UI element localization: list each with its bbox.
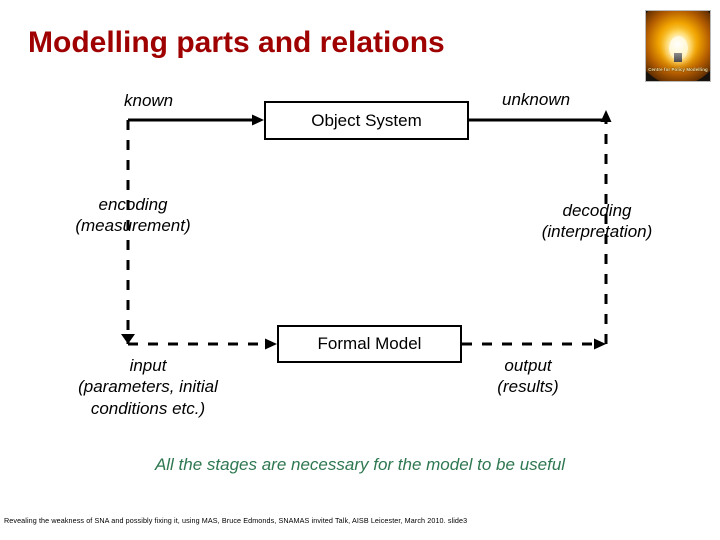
label-decoding: decoding (interpretation)	[492, 200, 702, 243]
label-encoding: encoding (measurement)	[22, 194, 244, 237]
label-encoding-line1: encoding	[98, 195, 168, 214]
page-title: Modelling parts and relations	[28, 26, 445, 59]
box-formal-model: Formal Model	[277, 325, 462, 363]
edge-encoding-corner-arrow	[121, 334, 135, 344]
label-output: output (results)	[438, 355, 618, 398]
lightbulb-base-icon	[674, 53, 682, 62]
label-input: input (parameters, initial conditions et…	[30, 355, 266, 419]
label-input-line1: input	[129, 356, 167, 375]
edge-known-to-object-system	[128, 114, 264, 126]
logo-caption: Centre for Policy Modelling	[648, 67, 708, 72]
label-decoding-line1: decoding	[562, 201, 632, 220]
lightbulb-icon	[668, 36, 688, 61]
edge-object-system-to-unknown	[469, 110, 612, 122]
label-encoding-line2: (measurement)	[75, 216, 191, 236]
box-formal-model-label: Formal Model	[317, 334, 422, 353]
slide-footer: Revealing the weakness of SNA and possib…	[4, 516, 468, 525]
label-decoding-line2: (interpretation)	[541, 222, 653, 242]
box-object-system: Object System	[264, 101, 469, 140]
label-known: known	[124, 91, 174, 110]
edge-formal-model-to-output	[462, 338, 606, 350]
label-output-line1: output	[504, 356, 552, 375]
box-object-system-label: Object System	[311, 110, 422, 130]
centre-for-policy-modelling-logo: Centre for Policy Modelling	[645, 10, 711, 82]
label-input-line2: (parameters, initial	[78, 377, 218, 397]
label-output-line2: (results)	[497, 377, 559, 397]
summary-caption: All the stages are necessary for the mod…	[154, 455, 566, 474]
label-unknown: unknown	[502, 90, 571, 109]
label-input-line3: conditions etc.)	[90, 398, 206, 418]
edge-input-to-formal-model	[128, 338, 277, 350]
